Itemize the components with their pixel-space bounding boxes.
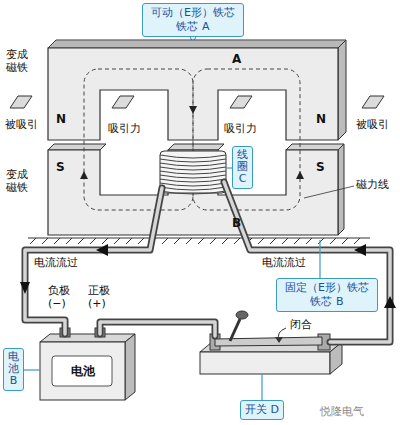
coil-winding bbox=[160, 155, 226, 194]
switch-base-side bbox=[330, 342, 342, 374]
force-label: 吸引力 bbox=[224, 122, 257, 135]
pole-letter: S bbox=[316, 160, 325, 174]
label-anchor: 电流流过 bbox=[34, 256, 78, 269]
label-anchor: 吸引力 bbox=[224, 122, 257, 135]
label-anchor: 悦隆电气 bbox=[320, 405, 364, 418]
label-anchor: 闭合 bbox=[290, 318, 312, 331]
label-anchor: 电池 bbox=[71, 364, 95, 378]
watermark: 悦隆电气 bbox=[320, 405, 364, 418]
part-note: 被吸引 bbox=[5, 118, 38, 131]
label-anchor: S bbox=[56, 160, 65, 174]
switch-base bbox=[200, 352, 330, 374]
wire-outline bbox=[25, 182, 390, 342]
part-note: 磁力线 bbox=[356, 178, 389, 191]
coil-winding bbox=[160, 155, 226, 194]
label-anchor: A bbox=[232, 52, 241, 66]
callout-box: 开关 D bbox=[240, 400, 284, 420]
callout-text: 电池 B bbox=[8, 351, 19, 387]
current-label: 电流流过 bbox=[262, 256, 306, 269]
wire-core bbox=[25, 182, 390, 342]
pole-letter: N bbox=[316, 112, 326, 126]
pole-letter: N bbox=[56, 112, 66, 126]
lamination-lines bbox=[51, 42, 345, 46]
callout-text: 开关 D bbox=[245, 403, 279, 417]
core-side-face bbox=[338, 40, 346, 140]
battery-top bbox=[40, 334, 135, 342]
label-anchor: B bbox=[232, 216, 241, 230]
current-label: 电流流过 bbox=[34, 256, 78, 269]
part-note: 变成 磁铁 bbox=[6, 168, 30, 194]
switch-handle bbox=[230, 319, 240, 341]
terminal-label: 负极 (−) bbox=[48, 284, 74, 310]
label-anchor: 被吸引 bbox=[356, 118, 389, 131]
fixed-e-core bbox=[48, 150, 338, 235]
leader-line bbox=[304, 186, 354, 198]
core-letter: B bbox=[232, 216, 241, 230]
force-label: 吸引力 bbox=[108, 122, 141, 135]
callout-box: 电池 B bbox=[3, 348, 24, 391]
part-note: 变成 磁铁 bbox=[6, 48, 30, 74]
battery-label-plate bbox=[52, 356, 112, 386]
iron-piece bbox=[10, 96, 384, 108]
label-anchor: 负极 (−) bbox=[48, 284, 74, 310]
ground-hatch bbox=[28, 238, 370, 244]
label-anchor: 被吸引 bbox=[5, 118, 38, 131]
callout-box: 固定（E形）铁芯 铁芯 B bbox=[276, 278, 378, 312]
wires bbox=[25, 182, 390, 342]
ground bbox=[28, 238, 370, 244]
battery-body bbox=[40, 342, 125, 400]
label-anchor: 磁力线 bbox=[356, 178, 389, 191]
label-anchor: 变成 磁铁 bbox=[6, 168, 30, 194]
callout-text: 固定（E形）铁芯 铁芯 B bbox=[281, 281, 373, 309]
label-anchor: S bbox=[316, 160, 325, 174]
callout-box: 可动（E形）铁芯 铁芯 A bbox=[142, 3, 244, 37]
callout-text: 线圈 C bbox=[237, 149, 248, 185]
terminal-label: 正极 (+) bbox=[88, 284, 114, 310]
switch-knob bbox=[236, 311, 248, 319]
label-anchor: N bbox=[56, 112, 66, 126]
label-anchor: 电流流过 bbox=[262, 256, 306, 269]
core-top-face bbox=[48, 40, 346, 48]
callout-box: 线圈 C bbox=[232, 146, 253, 189]
battery-text: 电池 bbox=[71, 364, 95, 378]
coil-body bbox=[160, 151, 226, 193]
core-letter: A bbox=[232, 52, 241, 66]
label-anchor: 变成 磁铁 bbox=[6, 48, 30, 74]
current-arrow bbox=[20, 244, 396, 308]
part-note: 被吸引 bbox=[356, 118, 389, 131]
switch-state: 闭合 bbox=[290, 318, 312, 331]
pole-letter: S bbox=[56, 160, 65, 174]
battery-side bbox=[125, 334, 135, 400]
label-anchor: 正极 (+) bbox=[88, 284, 114, 310]
label-anchor: 吸引力 bbox=[108, 122, 141, 135]
label-anchor: N bbox=[316, 112, 326, 126]
callout-text: 可动（E形）铁芯 铁芯 A bbox=[147, 6, 239, 34]
motion-arrow bbox=[275, 337, 283, 343]
